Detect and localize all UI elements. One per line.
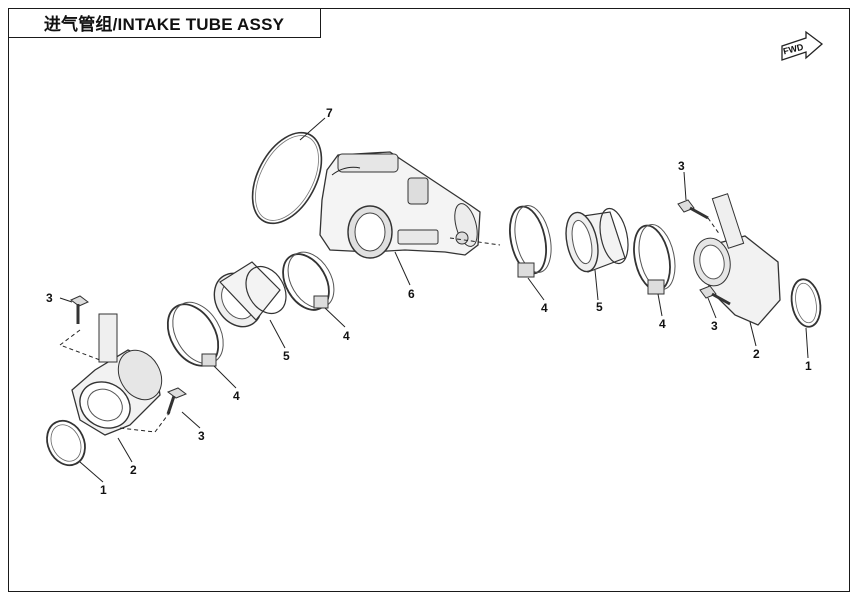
callout-1-left: 1 [100, 483, 107, 497]
bolt-b [166, 387, 188, 415]
callout-3-c: 3 [678, 159, 685, 173]
callout-4-a: 4 [233, 389, 240, 403]
hose-clamp-c [509, 205, 552, 278]
rubber-coupling-left [213, 261, 287, 328]
bolt-d [699, 285, 731, 306]
fwd-label: FWD [782, 42, 805, 57]
callout-3-b: 3 [198, 429, 205, 443]
fwd-arrow-icon: FWD [781, 30, 824, 61]
gasket-left [46, 419, 86, 467]
callout-7: 7 [326, 106, 333, 120]
hose-clamp-d [633, 224, 676, 295]
bolt-a [70, 295, 89, 324]
throttle-body [319, 151, 481, 259]
callout-labels: 7 6 5 5 4 4 4 4 3 3 3 3 2 2 1 1 [46, 106, 812, 497]
callout-3-a: 3 [46, 291, 53, 305]
page-title: 进气管组/INTAKE TUBE ASSY [8, 8, 321, 38]
callout-6: 6 [408, 287, 415, 301]
gasket-right [790, 278, 822, 328]
callout-4-c: 4 [541, 301, 548, 315]
callout-5-left: 5 [283, 349, 290, 363]
callout-4-b: 4 [343, 329, 350, 343]
assembly-lines [58, 217, 721, 433]
intake-manifold-right [693, 193, 781, 326]
diagram-frame [8, 8, 850, 592]
bolt-c [677, 199, 709, 220]
leader-lines [59, 117, 809, 483]
o-ring-large [251, 131, 323, 225]
callout-1-right: 1 [805, 359, 812, 373]
callout-4-d: 4 [659, 317, 666, 331]
callout-3-d: 3 [711, 319, 718, 333]
hose-clamp-b [282, 251, 335, 311]
hose-clamp-a [166, 301, 224, 367]
rubber-coupling-right [565, 207, 629, 273]
callout-2-right: 2 [753, 347, 760, 361]
callout-2-left: 2 [130, 463, 137, 477]
intake-manifold-left [71, 313, 163, 436]
callout-5-right: 5 [596, 300, 603, 314]
